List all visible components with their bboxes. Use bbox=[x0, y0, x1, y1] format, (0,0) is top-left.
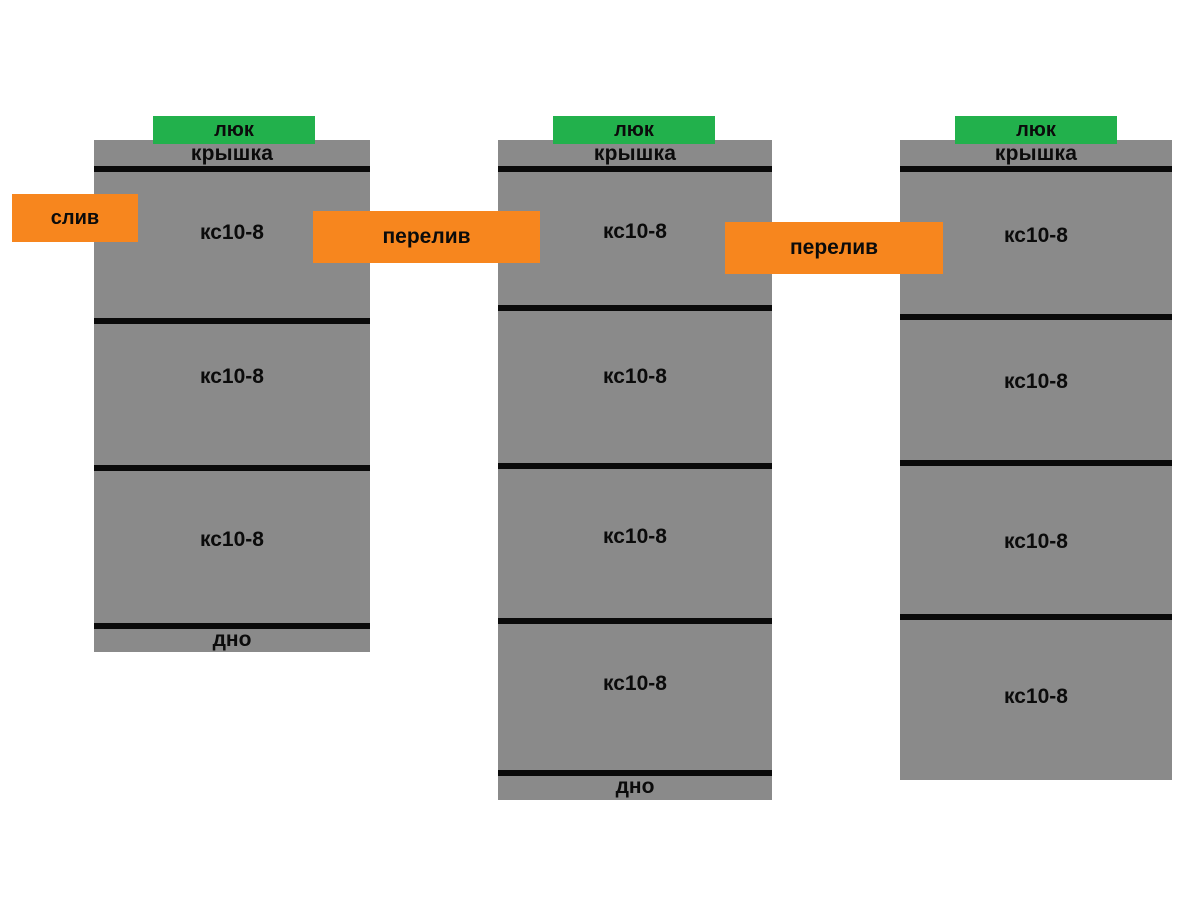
ring-label-well-2-2: кс10-8 bbox=[603, 365, 667, 388]
bottom-label-well-2: дно bbox=[615, 775, 655, 798]
ring-label-well-1-2: кс10-8 bbox=[200, 365, 264, 388]
separator-cover-well-3 bbox=[900, 166, 1172, 172]
separator-ring-well-1-2 bbox=[94, 465, 370, 471]
ring-label-well-1-3: кс10-8 bbox=[200, 528, 264, 551]
hatch-well-2[interactable]: люк bbox=[553, 116, 715, 144]
ring-label-well-2-3: кс10-8 bbox=[603, 525, 667, 548]
bottom-label-well-1: дно bbox=[212, 628, 252, 651]
ring-label-well-2-4: кс10-8 bbox=[603, 672, 667, 695]
separator-ring-well-2-1 bbox=[498, 305, 772, 311]
pipe-overflow-1[interactable]: перелив bbox=[313, 211, 540, 263]
pipe-drain[interactable]: слив bbox=[12, 194, 138, 242]
separator-ring-well-2-3 bbox=[498, 618, 772, 624]
hatch-label: люк bbox=[214, 118, 254, 141]
separator-bottom-well-1 bbox=[94, 623, 370, 629]
ring-label-well-3-2: кс10-8 bbox=[1004, 370, 1068, 393]
separator-cover-well-1 bbox=[94, 166, 370, 172]
hatch-label: люк bbox=[614, 118, 654, 141]
separator-ring-well-1-1 bbox=[94, 318, 370, 324]
hatch-label: люк bbox=[1016, 118, 1056, 141]
pipe-overflow-1-label: перелив bbox=[382, 225, 471, 248]
pipe-drain-label: слив bbox=[50, 206, 100, 229]
separator-ring-well-3-1 bbox=[900, 314, 1172, 320]
ring-label-well-3-4: кс10-8 bbox=[1004, 685, 1068, 708]
hatch-well-1[interactable]: люк bbox=[153, 116, 315, 144]
pipe-overflow-2[interactable]: перелив bbox=[725, 222, 943, 274]
separator-ring-well-3-3 bbox=[900, 614, 1172, 620]
cover-label-well-2: крышка bbox=[593, 142, 677, 165]
cover-label-well-3: крышка bbox=[994, 142, 1078, 165]
cover-label-well-1: крышка bbox=[190, 142, 274, 165]
separator-bottom-well-2 bbox=[498, 770, 772, 776]
separator-ring-well-2-2 bbox=[498, 463, 772, 469]
separator-cover-well-2 bbox=[498, 166, 772, 172]
separator-ring-well-3-2 bbox=[900, 460, 1172, 466]
hatch-well-3[interactable]: люк bbox=[955, 116, 1117, 144]
ring-label-well-3-3: кс10-8 bbox=[1004, 530, 1068, 553]
pipe-overflow-2-label: перелив bbox=[789, 236, 879, 259]
